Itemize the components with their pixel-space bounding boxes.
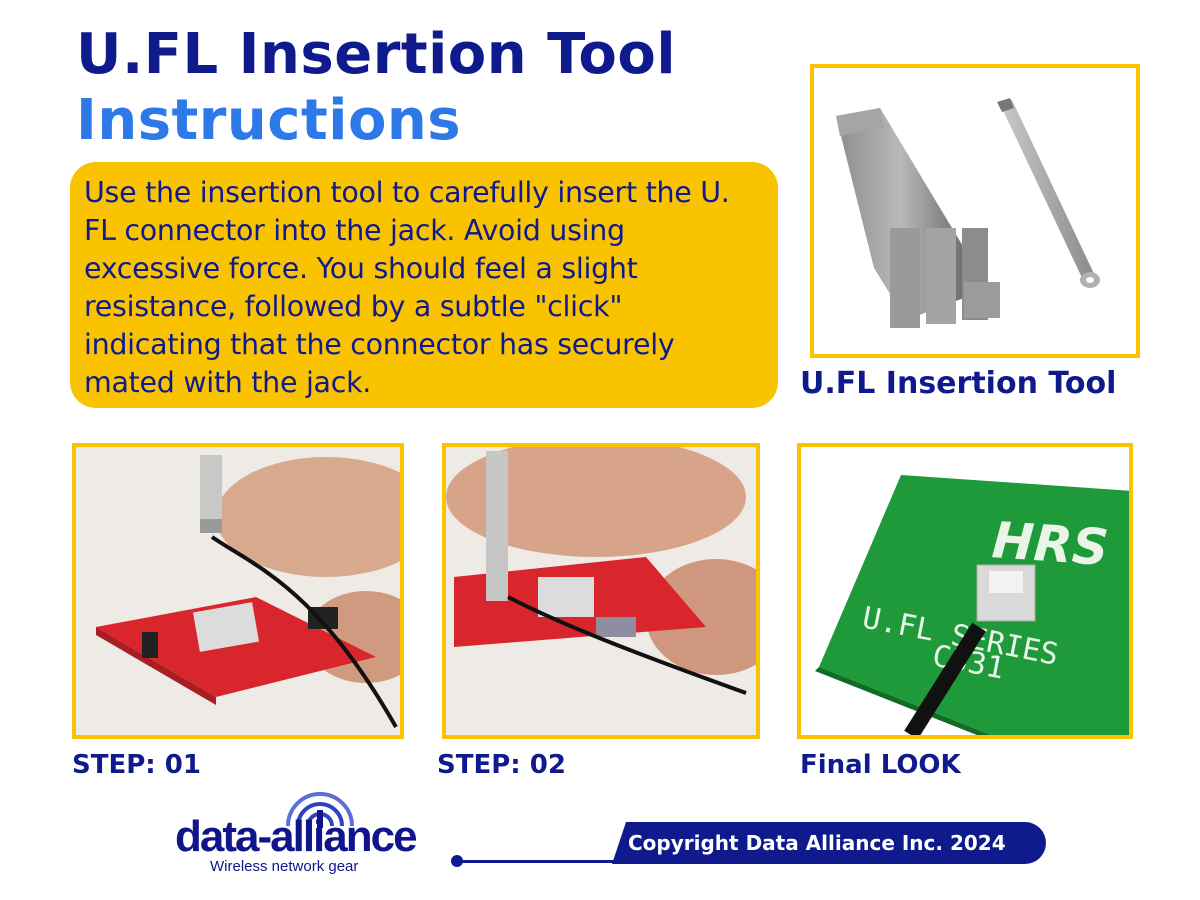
page-title: U.FL Insertion Tool <box>76 22 677 87</box>
final-look-photo: HRS U.FL SERIES C331 <box>801 447 1129 735</box>
insertion-tool-image <box>836 98 1100 328</box>
copyright-badge: Copyright Data Alliance Inc. 2024 <box>612 822 1046 864</box>
tool-image-frame <box>810 64 1140 358</box>
step-02-caption: STEP: 02 <box>437 750 566 780</box>
connector-line <box>456 860 616 863</box>
step-02-photo <box>446 447 756 735</box>
logo-name: data-alliance <box>175 812 418 861</box>
final-look-caption: Final LOOK <box>800 750 961 780</box>
page-subtitle: Instructions <box>76 88 462 153</box>
step-01-photo <box>76 447 400 735</box>
tool-caption: U.FL Insertion Tool <box>800 366 1117 401</box>
step-01-image-frame <box>72 443 404 739</box>
step-01-caption: STEP: 01 <box>72 750 201 780</box>
copyright-text: Copyright Data Alliance Inc. 2024 <box>628 831 1006 855</box>
instruction-text: Use the insertion tool to carefully inse… <box>84 176 730 399</box>
instruction-box: Use the insertion tool to carefully inse… <box>70 162 778 408</box>
logo-tagline: Wireless network gear <box>210 858 359 875</box>
final-look-image-frame: HRS U.FL SERIES C331 <box>797 443 1133 739</box>
step-02-image-frame <box>442 443 760 739</box>
wifi-icon <box>286 792 354 828</box>
